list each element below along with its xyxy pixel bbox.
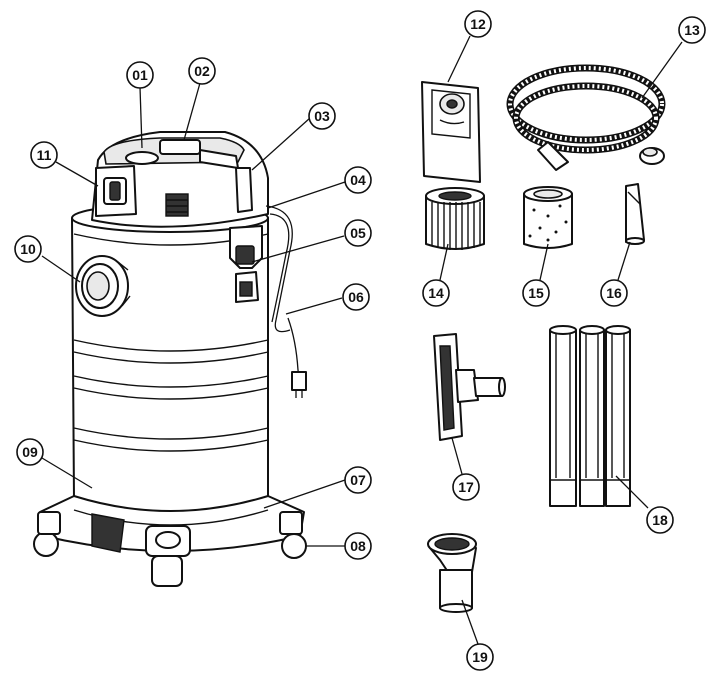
svg-text:07: 07 xyxy=(350,472,366,488)
svg-text:14: 14 xyxy=(428,285,444,301)
svg-text:08: 08 xyxy=(350,538,366,554)
svg-text:13: 13 xyxy=(684,22,700,38)
foam-filter xyxy=(523,186,573,249)
svg-text:09: 09 xyxy=(22,444,38,460)
caster-base xyxy=(33,495,307,587)
callout-09: 09 xyxy=(16,438,44,466)
callout-10: 10 xyxy=(14,235,42,263)
callout-05: 05 xyxy=(344,219,372,247)
callout-01: 01 xyxy=(126,61,154,89)
callout-02: 02 xyxy=(188,57,216,85)
motor-head xyxy=(91,131,269,228)
callout-11: 11 xyxy=(30,141,58,169)
svg-text:18: 18 xyxy=(652,512,668,528)
svg-text:11: 11 xyxy=(37,147,52,163)
svg-text:15: 15 xyxy=(528,285,544,301)
svg-text:02: 02 xyxy=(194,63,210,79)
extension-tubes xyxy=(549,325,631,507)
inlet-port xyxy=(75,255,131,317)
svg-text:12: 12 xyxy=(470,16,486,32)
svg-text:10: 10 xyxy=(20,241,36,257)
svg-text:03: 03 xyxy=(314,108,330,124)
svg-text:17: 17 xyxy=(458,479,474,495)
power-cord xyxy=(265,205,307,398)
callout-16: 16 xyxy=(600,279,628,307)
callout-19: 19 xyxy=(466,643,494,671)
callout-17: 17 xyxy=(452,473,480,501)
side-latch xyxy=(229,225,263,303)
callout-07: 07 xyxy=(344,466,372,494)
callout-08: 08 xyxy=(344,532,372,560)
svg-text:19: 19 xyxy=(472,649,488,665)
svg-text:04: 04 xyxy=(350,172,366,188)
callout-18: 18 xyxy=(646,506,674,534)
callout-14: 14 xyxy=(422,279,450,307)
leader-lines xyxy=(41,35,683,645)
cartridge-filter xyxy=(425,187,485,250)
svg-text:16: 16 xyxy=(606,285,622,301)
callout-06: 06 xyxy=(342,283,370,311)
floor-nozzle xyxy=(433,333,506,441)
svg-text:06: 06 xyxy=(348,289,364,305)
callout-15: 15 xyxy=(522,279,550,307)
svg-text:01: 01 xyxy=(132,67,148,83)
callout-13: 13 xyxy=(678,16,706,44)
flexible-hose xyxy=(506,64,666,171)
callout-04: 04 xyxy=(344,166,372,194)
callout-12: 12 xyxy=(464,10,492,38)
crevice-tool xyxy=(625,183,645,245)
elbow-adaptor xyxy=(427,533,477,613)
svg-text:05: 05 xyxy=(350,225,366,241)
callout-03: 03 xyxy=(308,102,336,130)
filter-bag xyxy=(421,81,481,183)
